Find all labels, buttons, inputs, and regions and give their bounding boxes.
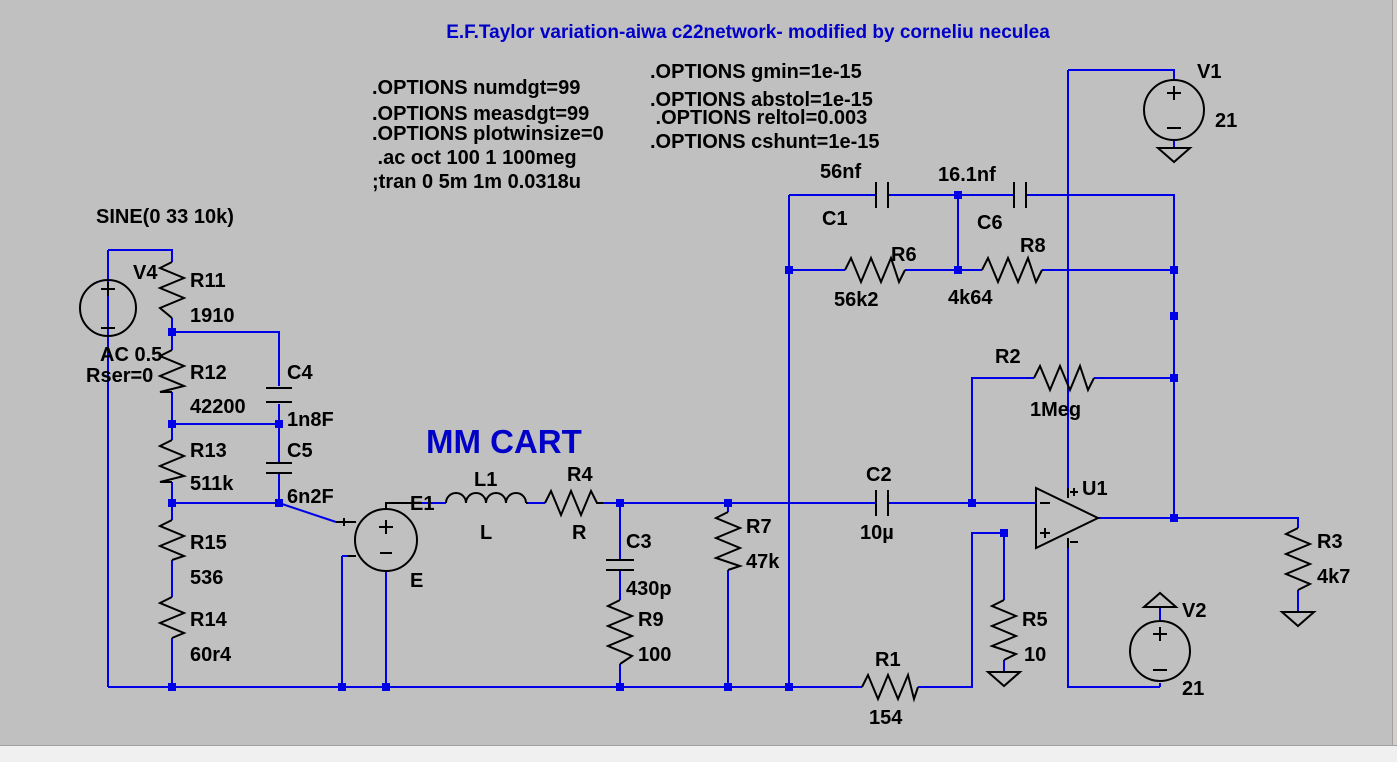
r4-resistor[interactable]: [544, 488, 603, 518]
c1-value[interactable]: 56nf: [820, 161, 861, 183]
c1-capacitor[interactable]: [875, 182, 889, 208]
e1-name[interactable]: E1: [410, 493, 434, 515]
v1-name[interactable]: V1: [1197, 61, 1221, 83]
r14-name[interactable]: R14: [190, 609, 228, 631]
r15-resistor[interactable]: [157, 519, 187, 561]
l1-value[interactable]: L: [480, 522, 492, 544]
r4-name[interactable]: R4: [567, 464, 593, 486]
r11-name[interactable]: R11: [190, 270, 226, 292]
r3-ground-icon: [1279, 611, 1317, 628]
e1-value[interactable]: E: [410, 570, 423, 592]
r11-value[interactable]: 1910: [190, 305, 235, 327]
r8-resistor[interactable]: [981, 255, 1043, 285]
r7-value[interactable]: 47k: [746, 551, 780, 573]
c2-value[interactable]: 10µ: [860, 522, 894, 544]
r3-value[interactable]: 4k7: [1317, 566, 1350, 588]
l1-inductor[interactable]: [445, 492, 528, 504]
directive-abstol[interactable]: .OPTIONS abstol=1e-15: [650, 89, 873, 111]
c6-name[interactable]: C6: [977, 212, 1003, 234]
directive-gmin[interactable]: .OPTIONS gmin=1e-15: [650, 61, 862, 83]
v2-source-symbol[interactable]: [1129, 591, 1191, 682]
r7-resistor[interactable]: [713, 511, 744, 571]
r5-ground-icon: [985, 671, 1023, 688]
directive-ac[interactable]: .ac oct 100 1 100meg: [372, 147, 577, 169]
r14-resistor[interactable]: [157, 596, 187, 639]
directive-numdgt[interactable]: .OPTIONS numdgt=99: [372, 77, 580, 99]
v4-rser[interactable]: Rser=0: [86, 365, 153, 387]
r13-name[interactable]: R13: [190, 440, 227, 462]
r7-name[interactable]: R7: [746, 516, 772, 538]
c5-capacitor[interactable]: [266, 462, 292, 474]
r12-name[interactable]: R12: [190, 362, 227, 384]
v4-value[interactable]: SINE(0 33 10k): [96, 206, 234, 228]
u1-opamp-symbol[interactable]: [1035, 486, 1101, 550]
c2-capacitor[interactable]: [875, 490, 889, 516]
schematic-title: E.F.Taylor variation-aiwa c22network- mo…: [446, 22, 1050, 43]
r11-resistor[interactable]: [157, 261, 187, 319]
r1-value[interactable]: 154: [869, 707, 903, 729]
r12-value[interactable]: 42200: [190, 396, 246, 418]
directive-reltol[interactable]: .OPTIONS reltol=0.003: [650, 107, 867, 129]
directive-plotwinsize[interactable]: .OPTIONS plotwinsize=0: [372, 123, 604, 145]
r3-name[interactable]: R3: [1317, 531, 1343, 553]
r8-value[interactable]: 4k64: [948, 287, 993, 309]
mm-cart-annotation: MM CART: [426, 423, 582, 460]
c1-name[interactable]: C1: [822, 208, 848, 230]
u1-name[interactable]: U1: [1082, 478, 1108, 500]
c3-capacitor[interactable]: [606, 559, 634, 571]
v1-value[interactable]: 21: [1215, 110, 1237, 132]
c4-value[interactable]: 1n8F: [287, 409, 334, 431]
c6-capacitor[interactable]: [1013, 182, 1027, 208]
v4-name[interactable]: V4: [133, 262, 158, 284]
r3-resistor[interactable]: [1283, 527, 1313, 591]
r1-resistor[interactable]: [861, 671, 919, 703]
status-bar: [0, 745, 1397, 762]
v1-source-symbol[interactable]: [1143, 79, 1205, 164]
c4-name[interactable]: C4: [287, 362, 313, 384]
directive-measdgt[interactable]: .OPTIONS measdgt=99: [372, 103, 589, 125]
r14-value[interactable]: 60r4: [190, 644, 232, 666]
r15-name[interactable]: R15: [190, 532, 227, 554]
c4-capacitor[interactable]: [266, 387, 292, 403]
c3-name[interactable]: C3: [626, 531, 652, 553]
r5-name[interactable]: R5: [1022, 609, 1048, 631]
v4-ac[interactable]: AC 0.5: [100, 344, 162, 366]
r2-value[interactable]: 1Meg: [1030, 399, 1081, 421]
r12-resistor[interactable]: [157, 349, 188, 393]
r2-name[interactable]: R2: [995, 346, 1021, 368]
r13-resistor[interactable]: [157, 439, 188, 483]
c5-value[interactable]: 6n2F: [287, 486, 334, 508]
r13-value[interactable]: 511k: [190, 473, 234, 495]
r6-resistor[interactable]: [844, 255, 906, 285]
r5-resistor[interactable]: [989, 599, 1019, 661]
r15-value[interactable]: 536: [190, 567, 223, 589]
r9-name[interactable]: R9: [638, 609, 664, 631]
r1-name[interactable]: R1: [875, 649, 901, 671]
e1-source-symbol[interactable]: [336, 502, 418, 572]
l1-name[interactable]: L1: [474, 469, 497, 491]
v2-name[interactable]: V2: [1182, 600, 1206, 622]
r2-resistor[interactable]: [1033, 363, 1095, 393]
v4-source-symbol[interactable]: [79, 279, 137, 337]
c6-value[interactable]: 16.1nf: [938, 164, 996, 186]
junctions: [168, 191, 1178, 691]
r9-value[interactable]: 100: [638, 644, 671, 666]
r6-name[interactable]: R6: [891, 244, 917, 266]
r8-name[interactable]: R8: [1020, 235, 1046, 257]
r4-value[interactable]: R: [572, 522, 587, 544]
r6-value[interactable]: 56k2: [834, 289, 879, 311]
c2-name[interactable]: C2: [866, 464, 892, 486]
directive-tran[interactable]: ;tran 0 5m 1m 0.0318u: [372, 171, 581, 193]
r9-resistor[interactable]: [605, 599, 635, 665]
c3-value[interactable]: 430p: [626, 578, 672, 600]
c5-name[interactable]: C5: [287, 440, 313, 462]
directive-cshunt[interactable]: .OPTIONS cshunt=1e-15: [650, 131, 880, 153]
window-right-border: [1392, 0, 1397, 745]
r5-value[interactable]: 10: [1024, 644, 1046, 666]
v2-value[interactable]: 21: [1182, 678, 1204, 700]
